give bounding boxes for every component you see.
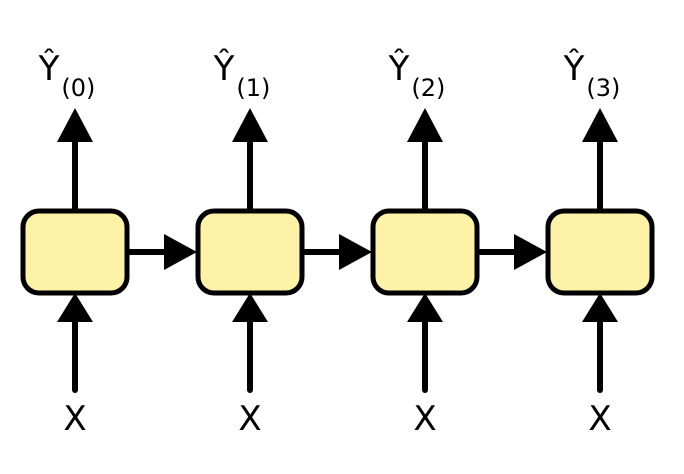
rnn-cell-group: Ŷ(0) X [20, 48, 130, 439]
rnn-cell-group: Ŷ(2) X [370, 48, 480, 439]
recurrent-arrow [127, 234, 197, 270]
output-label-subscript: (3) [586, 74, 620, 102]
output-label-main: Ŷ [213, 48, 235, 89]
rnn-cell-group: Ŷ(3) X [545, 48, 655, 439]
output-label-subscript: (2) [411, 74, 445, 102]
input-label: X [63, 399, 86, 439]
recurrent-arrow [302, 234, 372, 270]
output-arrowhead [407, 108, 443, 142]
output-arrowhead [57, 108, 93, 142]
rnn-cell-box [195, 208, 305, 296]
output-arrowhead [582, 108, 618, 142]
recurrent-arrowhead [164, 234, 197, 270]
input-label: X [413, 399, 436, 439]
input-arrowhead [582, 293, 618, 322]
output-label-main: Ŷ [388, 48, 410, 89]
output-arrowhead [232, 108, 268, 142]
output-label-main: Ŷ [38, 48, 60, 89]
output-label-subscript: (1) [236, 74, 270, 102]
output-label: Ŷ(3) [563, 48, 621, 102]
input-arrowhead [232, 293, 268, 322]
output-label: Ŷ(2) [388, 48, 446, 102]
input-label: X [588, 399, 611, 439]
rnn-cell-box [545, 208, 655, 296]
rnn-cell-group: Ŷ(1) X [195, 48, 305, 439]
recurrent-arrowhead [514, 234, 547, 270]
input-arrowhead [407, 293, 443, 322]
rnn-cell-box [20, 208, 130, 296]
output-label-subscript: (0) [61, 74, 95, 102]
input-arrowhead [57, 293, 93, 322]
output-label: Ŷ(1) [213, 48, 271, 102]
rnn-cell-box [370, 208, 480, 296]
output-label: Ŷ(0) [38, 48, 96, 102]
recurrent-arrowhead [339, 234, 372, 270]
recurrent-arrow [477, 234, 547, 270]
output-label-main: Ŷ [563, 48, 585, 89]
input-label: X [238, 399, 261, 439]
